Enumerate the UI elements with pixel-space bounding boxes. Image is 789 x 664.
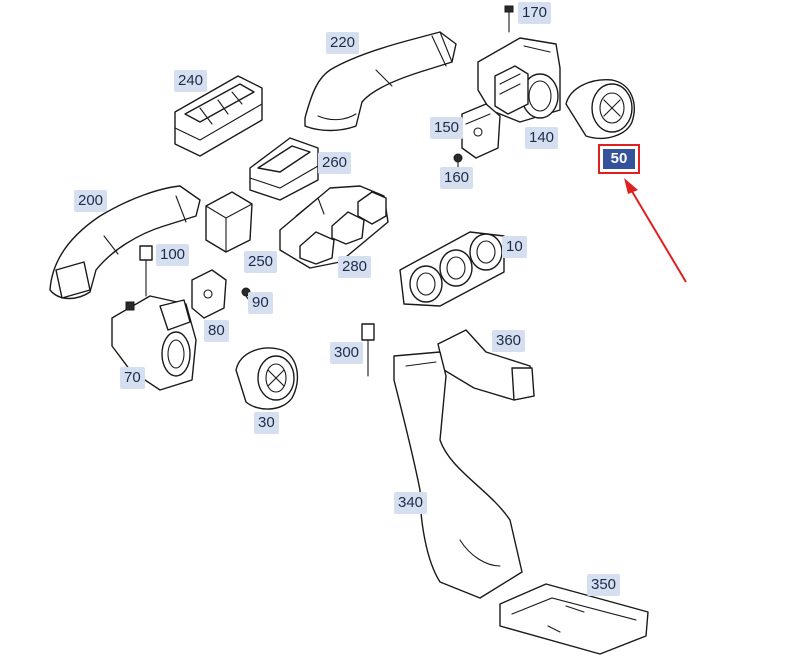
- callout-100[interactable]: 100: [156, 244, 190, 266]
- callout-250[interactable]: 250: [244, 251, 278, 273]
- part-360-duct: [437, 329, 535, 401]
- part-150-actuator: [461, 103, 501, 159]
- part-220-air-duct: [304, 31, 457, 132]
- part-30-round-vent: [235, 347, 299, 410]
- part-170-screw: [504, 5, 514, 33]
- callout-30[interactable]: 30: [254, 412, 279, 434]
- part-300-sensor: [361, 323, 375, 377]
- callout-10[interactable]: 10: [502, 236, 527, 258]
- part-350-flat-outlet: [499, 583, 649, 655]
- callout-90[interactable]: 90: [248, 292, 273, 314]
- callout-260[interactable]: 260: [318, 152, 352, 174]
- part-100-sensor: [139, 245, 153, 297]
- part-10-vent-cluster: [399, 231, 505, 307]
- callout-140[interactable]: 140: [525, 127, 559, 149]
- callout-170[interactable]: 170: [518, 2, 552, 24]
- part-260-vent-housing: [249, 137, 319, 201]
- callout-360[interactable]: 360: [492, 330, 526, 352]
- part-140-actuator-housing: [477, 37, 561, 123]
- part-70-vent-housing: [111, 295, 197, 391]
- callout-300[interactable]: 300: [330, 342, 364, 364]
- callout-240[interactable]: 240: [174, 70, 208, 92]
- part-200-left-duct: [49, 185, 201, 300]
- callout-350[interactable]: 350: [587, 574, 621, 596]
- callout-160[interactable]: 160: [440, 167, 474, 189]
- callout-80[interactable]: 80: [204, 320, 229, 342]
- part-340-long-duct: [393, 351, 523, 599]
- part-80-actuator: [191, 269, 227, 319]
- part-240-vent-frame: [174, 75, 263, 157]
- callout-50[interactable]: 50: [603, 149, 635, 169]
- highlight-arrow: [624, 178, 687, 283]
- callout-200[interactable]: 200: [74, 190, 108, 212]
- callout-70[interactable]: 70: [120, 367, 145, 389]
- callout-280[interactable]: 280: [338, 256, 372, 278]
- callout-220[interactable]: 220: [326, 32, 360, 54]
- part-280-vent-assembly: [279, 185, 389, 269]
- part-250-duct-piece: [205, 191, 253, 253]
- part-50-round-vent: [565, 79, 635, 140]
- callout-150[interactable]: 150: [430, 117, 464, 139]
- callout-50-highlighted[interactable]: 50: [598, 144, 640, 174]
- callout-340[interactable]: 340: [394, 492, 428, 514]
